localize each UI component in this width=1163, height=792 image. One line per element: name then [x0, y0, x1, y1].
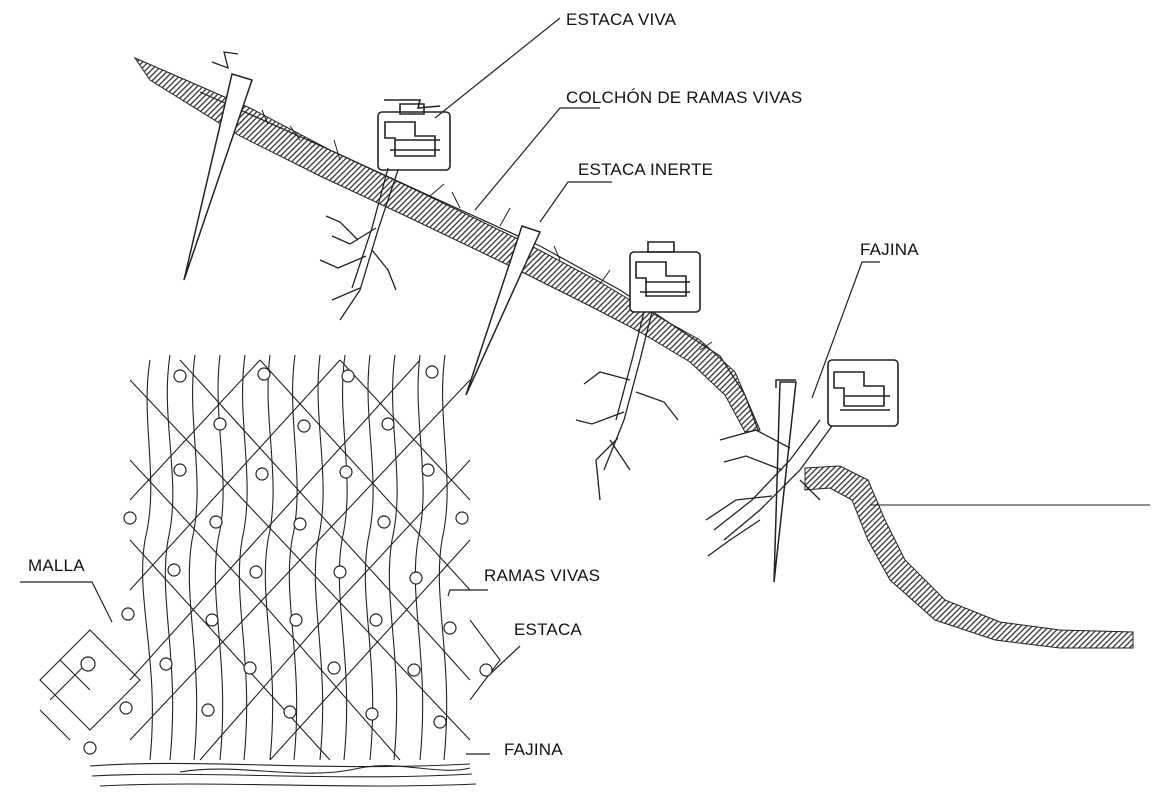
- live-stake-bundle-1: [378, 100, 450, 170]
- label-colchon-ramas-vivas: COLCHÓN DE RAMAS VIVAS: [566, 88, 802, 108]
- label-ramas-vivas: RAMAS VIVAS: [484, 566, 600, 586]
- label-estaca-viva: ESTACA VIVA: [566, 10, 676, 30]
- live-stake-bundle-2: [630, 242, 700, 312]
- bottom-fajina-log: [90, 763, 476, 786]
- label-fajina-top: FAJINA: [860, 240, 919, 260]
- label-fajina-bottom: FAJINA: [504, 740, 563, 760]
- fajina-bundle: [828, 360, 898, 426]
- label-estaca: ESTACA: [514, 620, 582, 640]
- label-estaca-inerte: ESTACA INERTE: [578, 160, 713, 180]
- label-malla: MALLA: [28, 556, 85, 576]
- mesh-front-view: [40, 355, 500, 760]
- slope-ground-lower: [805, 466, 1133, 648]
- inert-stake-3: [774, 382, 796, 582]
